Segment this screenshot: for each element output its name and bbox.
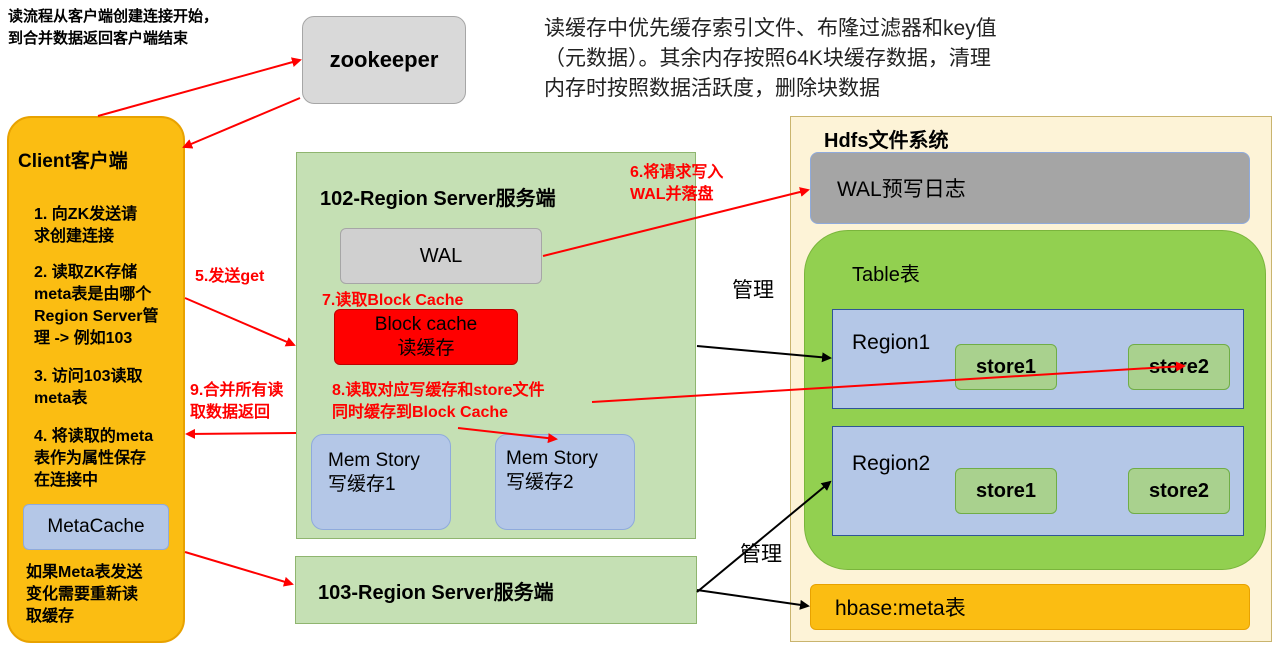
mem-story-2-box: Mem Story 写缓存2 <box>495 434 635 530</box>
arrow-read-store <box>591 361 1186 403</box>
region-server-103 <box>295 556 697 624</box>
arrow-client-to-zk <box>97 57 302 117</box>
arrow-zk-to-client <box>182 97 301 149</box>
region-server-102-title: 102-Region Server服务端 <box>320 188 556 210</box>
wal-log-box: WAL预写日志 <box>810 152 1250 224</box>
arrow-read-mem <box>457 427 558 444</box>
region1-store1: store1 <box>955 344 1057 390</box>
arrow-write-wal <box>542 187 810 257</box>
label-read-store: 8.读取对应写缓存和store文件 同时缓存到Block Cache <box>332 382 545 421</box>
block-cache-box: Block cache 读缓存 <box>334 309 518 365</box>
client-step-2: 2. 读取ZK存储 meta表是由哪个 Region Server管 理 -> … <box>34 264 159 347</box>
top-note: 读流程从客户端创建连接开始， 到合并数据返回客户端结束 <box>8 8 219 47</box>
metacache-box: MetaCache <box>23 504 169 550</box>
arrow-send-get <box>184 297 296 347</box>
arrow-client-to-103 <box>184 551 294 587</box>
table-title: Table表 <box>852 264 920 286</box>
arrow-103-manage-region2 <box>696 480 832 593</box>
region2-title: Region2 <box>852 452 931 475</box>
arrow-merge-return <box>185 428 297 439</box>
arrow-102-manage-region1 <box>696 345 832 363</box>
region2-store1: store1 <box>955 468 1057 514</box>
label-send-get: 5.发送get <box>195 268 265 285</box>
label-read-block-cache: 7.读取Block Cache <box>322 292 464 309</box>
label-write-wal: 6.将请求写入 WAL并落盘 <box>630 164 724 203</box>
client-title: Client客户端 <box>18 151 128 172</box>
client-step-1: 1. 向ZK发送请 求创建连接 <box>34 206 138 245</box>
label-merge-return: 9.合并所有读 取数据返回 <box>190 382 284 421</box>
cache-note: 读缓存中优先缓存索引文件、布隆过滤器和key值 （元数据）。其余内存按照64K块… <box>544 17 997 100</box>
mem-story-1-box: Mem Story 写缓存1 <box>311 434 451 530</box>
arrow-103-to-meta <box>696 589 810 610</box>
region-server-103-title: 103-Region Server服务端 <box>318 582 554 604</box>
zookeeper-box: zookeeper <box>302 16 466 104</box>
hdfs-title: Hdfs文件系统 <box>824 130 949 152</box>
label-manage-1: 管理 <box>732 279 774 302</box>
hbase-meta-box: hbase:meta表 <box>810 584 1250 630</box>
region1-title: Region1 <box>852 331 931 354</box>
client-box <box>7 116 185 643</box>
region2-store2: store2 <box>1128 468 1230 514</box>
wal-box: WAL <box>340 228 542 284</box>
client-step-3: 3. 访问103读取 meta表 <box>34 368 143 407</box>
client-bottom-note: 如果Meta表发送 变化需要重新读 取缓存 <box>26 564 143 625</box>
client-step-4: 4. 将读取的meta 表作为属性保存 在连接中 <box>34 428 154 489</box>
